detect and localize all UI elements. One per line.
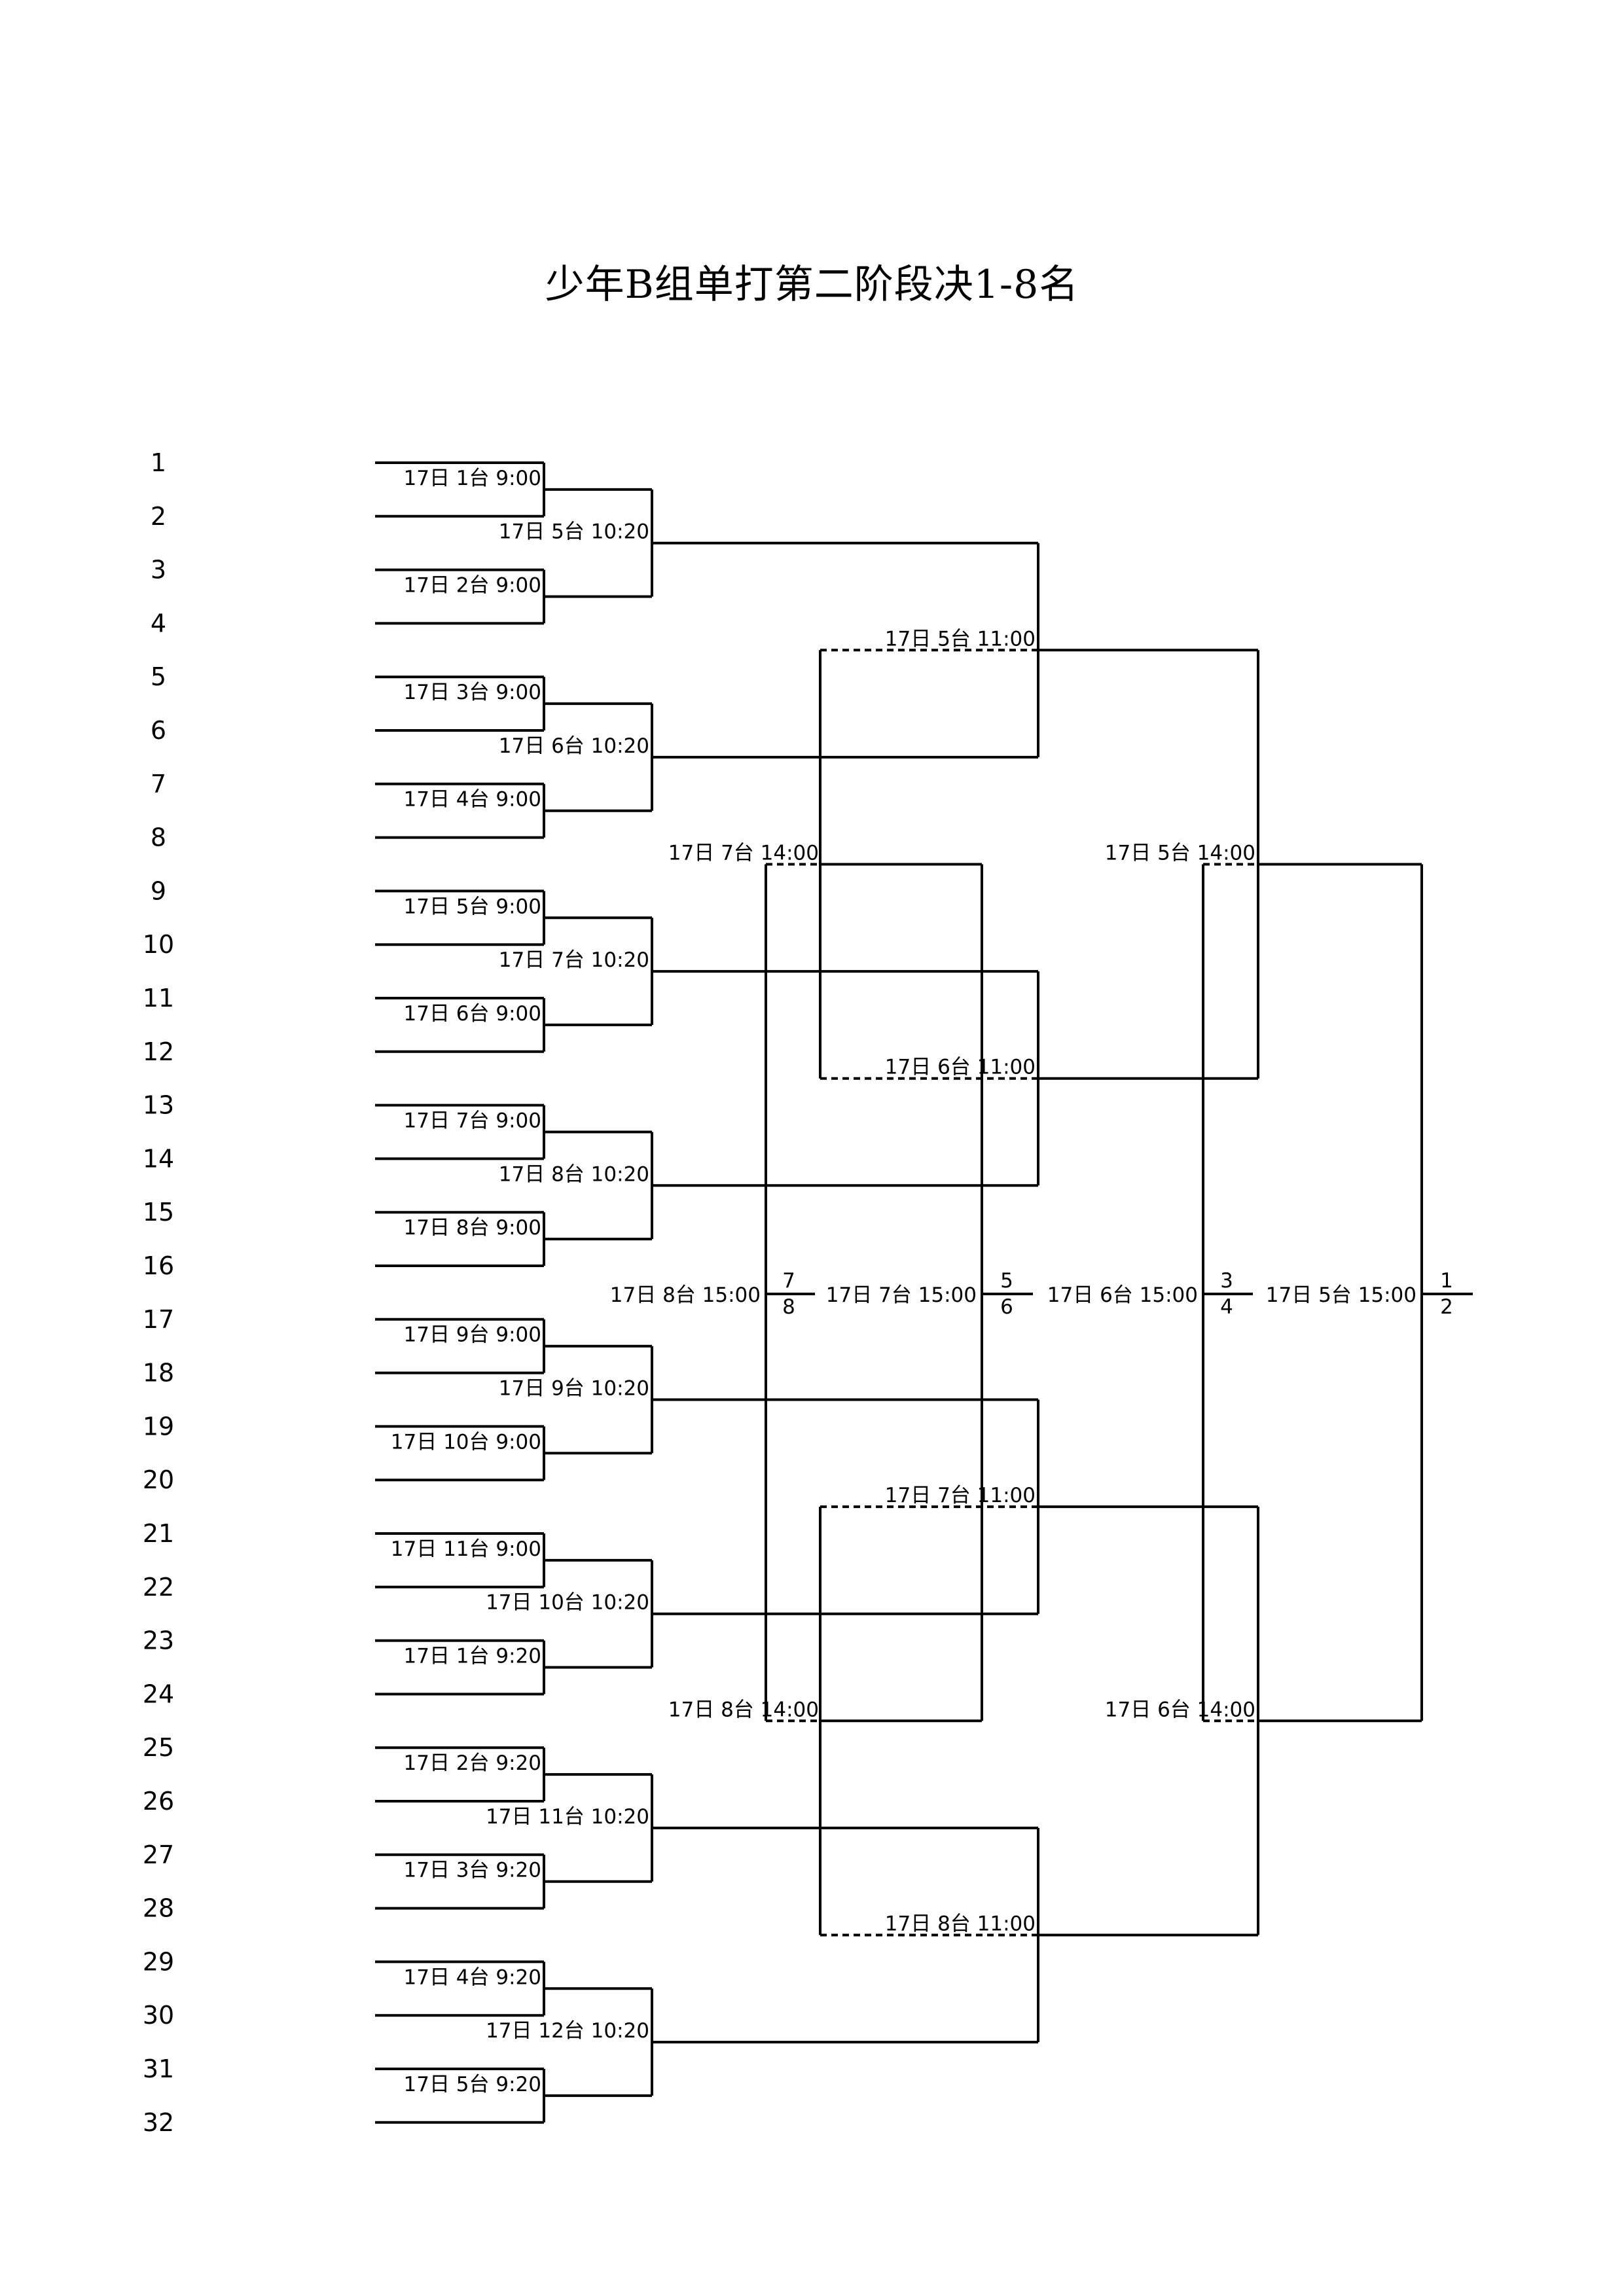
round1-match-label: 17日 6台 9:00 — [404, 1002, 542, 1026]
round1-match-label: 17日 9台 9:00 — [404, 1323, 542, 1347]
semifinal-match-label: 17日 6台 14:00 — [1105, 1698, 1255, 1721]
placement-rank-top: 5 — [1000, 1269, 1013, 1293]
seed-number: 26 — [143, 1787, 174, 1816]
placement-final-label: 17日 5台 15:00 — [1266, 1283, 1416, 1307]
round1-match-label: 17日 4台 9:00 — [404, 788, 542, 812]
seed-number: 27 — [143, 1840, 174, 1869]
round2-match-label: 17日 12台 10:20 — [486, 2019, 649, 2043]
placement-rank-bottom: 6 — [1000, 1295, 1013, 1319]
round1-match-label: 17日 3台 9:00 — [404, 681, 542, 704]
quarterfinal-match-label: 17日 7台 11:00 — [885, 1484, 1036, 1507]
seed-number: 32 — [143, 2108, 174, 2137]
seed-number: 8 — [151, 823, 166, 852]
round2-match-label: 17日 11台 10:20 — [486, 1805, 649, 1829]
round1-match-label: 17日 11台 9:00 — [391, 1537, 541, 1561]
seed-number: 10 — [143, 930, 174, 959]
seed-number: 17 — [143, 1305, 174, 1334]
placement-rank-top: 7 — [782, 1269, 795, 1293]
seed-number: 21 — [143, 1519, 174, 1548]
seed-number: 19 — [143, 1412, 174, 1441]
placement-rank-bottom: 2 — [1440, 1295, 1453, 1319]
seed-number: 24 — [143, 1679, 174, 1708]
round1-match-label: 17日 2台 9:00 — [404, 574, 542, 598]
round1-match-label: 17日 8台 9:00 — [404, 1216, 542, 1240]
round2-match-label: 17日 10台 10:20 — [486, 1591, 649, 1615]
round1-match-label: 17日 5台 9:20 — [404, 2073, 542, 2096]
round1-match-label: 17日 7台 9:00 — [404, 1109, 542, 1133]
placement-5-8-match-label: 17日 8台 14:00 — [668, 1698, 819, 1721]
quarterfinal-match-label: 17日 5台 11:00 — [885, 627, 1036, 651]
placement-5-8-match-label: 17日 7台 14:00 — [668, 842, 819, 865]
semifinal-match-label: 17日 5台 14:00 — [1105, 842, 1255, 865]
placement-final-label: 17日 8台 15:00 — [610, 1283, 761, 1307]
round2-match-label: 17日 5台 10:20 — [499, 520, 649, 544]
seed-number: 28 — [143, 1894, 174, 1923]
seed-number: 12 — [143, 1037, 174, 1066]
seed-number: 29 — [143, 1947, 174, 1976]
seed-number: 5 — [151, 662, 166, 691]
seed-number: 4 — [151, 609, 166, 637]
quarterfinal-match-label: 17日 6台 11:00 — [885, 1056, 1036, 1079]
round2-match-label: 17日 7台 10:20 — [499, 948, 649, 972]
round1-match-label: 17日 2台 9:20 — [404, 1751, 542, 1775]
placement-final-label: 17日 7台 15:00 — [826, 1283, 977, 1307]
seed-number: 11 — [143, 984, 174, 1013]
seed-number: 31 — [143, 2054, 174, 2083]
seed-number: 14 — [143, 1144, 174, 1173]
placement-rank-bottom: 4 — [1220, 1295, 1233, 1319]
seed-number: 9 — [151, 876, 166, 905]
seed-number: 23 — [143, 1626, 174, 1655]
seed-number: 6 — [151, 716, 166, 745]
placement-rank-top: 1 — [1440, 1269, 1453, 1293]
round1-match-label: 17日 3台 9:20 — [404, 1859, 542, 1882]
placement-rank-bottom: 8 — [782, 1295, 795, 1319]
seed-number: 15 — [143, 1198, 174, 1227]
round1-match-label: 17日 4台 9:20 — [404, 1965, 542, 1989]
seed-number: 7 — [151, 770, 166, 798]
seed-number: 20 — [143, 1465, 174, 1494]
round1-match-label: 17日 1台 9:20 — [404, 1645, 542, 1668]
seed-number: 18 — [143, 1359, 174, 1388]
round2-match-label: 17日 9台 10:20 — [499, 1377, 649, 1401]
round1-match-label: 17日 5台 9:00 — [404, 895, 542, 918]
placement-final-label: 17日 6台 15:00 — [1047, 1283, 1198, 1307]
seed-number: 22 — [143, 1573, 174, 1602]
placement-rank-top: 3 — [1220, 1269, 1233, 1293]
seed-number: 16 — [143, 1251, 174, 1280]
seed-number: 2 — [151, 502, 166, 531]
page-title: 少年B组单打第二阶段决1-8名 — [545, 262, 1079, 308]
seed-number: 13 — [143, 1091, 174, 1120]
seed-number: 30 — [143, 2001, 174, 2030]
round1-match-label: 17日 10台 9:00 — [391, 1430, 541, 1454]
seed-number: 1 — [151, 448, 166, 477]
round2-match-label: 17日 6台 10:20 — [499, 734, 649, 758]
seed-number: 25 — [143, 1733, 174, 1762]
round1-match-label: 17日 1台 9:00 — [404, 467, 542, 490]
quarterfinal-match-label: 17日 8台 11:00 — [885, 1912, 1036, 1936]
seed-number: 3 — [151, 556, 166, 584]
round2-match-label: 17日 8台 10:20 — [499, 1162, 649, 1186]
